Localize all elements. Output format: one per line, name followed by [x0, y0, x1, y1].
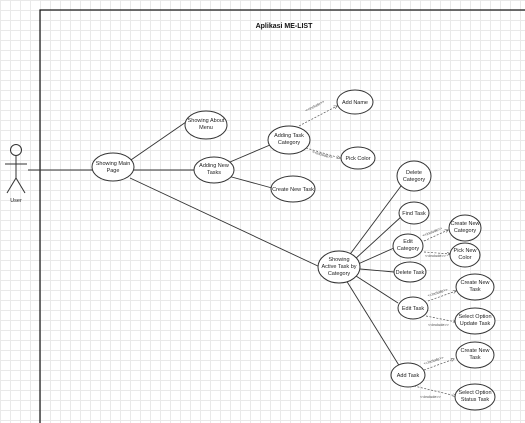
use-case-edit-task[interactable]: Edit Task	[397, 296, 429, 320]
assoc-active-delete-task	[359, 268, 395, 273]
svg-text:<<include>>: <<include>>	[425, 254, 447, 258]
include-edit-cat-create-category: <<include>>	[422, 226, 448, 242]
actor-head	[10, 144, 22, 156]
include-adding-cat-add-name: <<include>>	[298, 99, 337, 127]
system-title: Aplikasi ME-LIST	[256, 23, 314, 30]
use-case-delete-category[interactable]: Delete Category	[396, 160, 432, 192]
svg-text:Category: Category	[403, 177, 426, 183]
svg-text:<<include>>: <<include>>	[305, 99, 326, 112]
use-case-adding-task-category[interactable]: Adding Task Category	[267, 125, 311, 155]
use-case-create-new-category[interactable]: Create New Category	[448, 214, 482, 242]
svg-text:Category: Category	[328, 271, 351, 277]
include-adding-cat-pick-color: <<include>>	[305, 147, 340, 160]
use-case-showing-main-page[interactable]: Showing Main Page	[91, 152, 135, 182]
svg-text:Edit: Edit	[403, 239, 413, 245]
svg-text:Showing About: Showing About	[188, 118, 225, 124]
svg-text:Pick Color: Pick Color	[345, 156, 370, 162]
svg-text:Create New: Create New	[450, 221, 479, 227]
use-case-create-new-task[interactable]: Create New Task	[270, 175, 316, 203]
assoc-adding-create-task	[227, 175, 273, 189]
svg-text:Add Task: Add Task	[397, 373, 420, 379]
svg-text:Select Option: Select Option	[458, 314, 491, 320]
svg-text:Task: Task	[469, 355, 481, 361]
svg-text:Color: Color	[458, 255, 471, 261]
svg-text:Adding New: Adding New	[199, 163, 229, 169]
include-edit-task-create-task: <<include>>	[427, 287, 456, 302]
actor-label: User	[10, 198, 22, 204]
use-case-showing-about-menu[interactable]: Showing About Menu	[184, 110, 228, 140]
svg-text:<<include>>: <<include>>	[423, 355, 445, 366]
actor-right-leg	[15, 177, 26, 194]
include-add-task-select-status: <<include>>	[413, 385, 456, 399]
assoc-main-about	[127, 121, 187, 163]
use-case-adding-new-tasks[interactable]: Adding New Tasks	[193, 156, 235, 184]
svg-text:Add Name: Add Name	[342, 100, 368, 106]
use-case-add-name[interactable]: Add Name	[336, 89, 374, 115]
assoc-active-find-task	[353, 215, 403, 261]
svg-text:Menu: Menu	[199, 125, 213, 131]
use-case-create-new-task-edit[interactable]: Create New Task	[455, 273, 495, 301]
svg-text:<<include>>: <<include>>	[428, 323, 450, 327]
assoc-active-add-task	[345, 279, 401, 368]
use-case-pick-color[interactable]: Pick Color	[340, 146, 376, 170]
use-case-select-option-status-task[interactable]: Select Option Status Task	[454, 383, 496, 411]
svg-text:Find Task: Find Task	[402, 211, 426, 217]
svg-text:Showing Main: Showing Main	[96, 161, 131, 167]
include-add-task-create-task: <<include>>	[423, 355, 454, 371]
svg-text:Status Task: Status Task	[461, 397, 490, 403]
svg-text:Active Task by: Active Task by	[321, 264, 356, 270]
assoc-adding-category	[229, 144, 271, 163]
include-edit-task-select-update: <<include>>	[425, 315, 456, 327]
include-edit-cat-pick-new-color: <<include>>	[423, 251, 450, 258]
assoc-main-active	[129, 177, 321, 268]
svg-text:<<include>>: <<include>>	[420, 395, 442, 399]
use-case-delete-task[interactable]: Delete Task	[393, 261, 427, 283]
use-case-add-task[interactable]: Add Task	[390, 362, 426, 388]
svg-text:Page: Page	[107, 168, 120, 174]
svg-text:Category: Category	[278, 140, 301, 146]
assoc-active-edit-task	[355, 275, 399, 304]
use-case-find-task[interactable]: Find Task	[398, 201, 430, 225]
svg-text:Adding Task: Adding Task	[274, 133, 304, 139]
svg-text:Task: Task	[469, 287, 481, 293]
svg-text:Pick New: Pick New	[454, 248, 477, 254]
assoc-active-edit-category	[357, 247, 395, 265]
svg-text:Edit Task: Edit Task	[402, 306, 424, 312]
svg-text:Update Task: Update Task	[460, 321, 491, 327]
svg-text:Delete: Delete	[406, 170, 422, 176]
svg-text:Showing: Showing	[328, 257, 349, 263]
use-case-edit-category[interactable]: Edit Category	[392, 233, 424, 259]
use-case-create-new-task-add[interactable]: Create New Task	[455, 341, 495, 369]
svg-text:Category: Category	[454, 228, 477, 234]
actor-left-leg	[6, 177, 17, 194]
svg-text:<<include>>: <<include>>	[427, 287, 449, 298]
use-case-select-option-update-task[interactable]: Select Option Update Task	[454, 307, 496, 335]
user-actor[interactable]: User	[5, 144, 27, 205]
svg-text:Create New Task: Create New Task	[272, 187, 314, 193]
svg-text:Select Option: Select Option	[458, 390, 491, 396]
svg-text:Create New: Create New	[460, 280, 489, 286]
use-case-pick-new-color[interactable]: Pick New Color	[449, 242, 481, 268]
svg-text:Tasks: Tasks	[207, 170, 221, 176]
system-boundary	[39, 9, 525, 423]
svg-text:Create New: Create New	[460, 348, 489, 354]
svg-text:Category: Category	[397, 246, 420, 252]
assoc-active-delete-category	[347, 185, 402, 258]
use-case-showing-active-task-by-category[interactable]: Showing Active Task by Category	[317, 250, 361, 284]
svg-text:<<include>>: <<include>>	[422, 226, 444, 238]
svg-text:Delete Task: Delete Task	[396, 270, 425, 276]
svg-text:<<include>>: <<include>>	[312, 150, 334, 160]
